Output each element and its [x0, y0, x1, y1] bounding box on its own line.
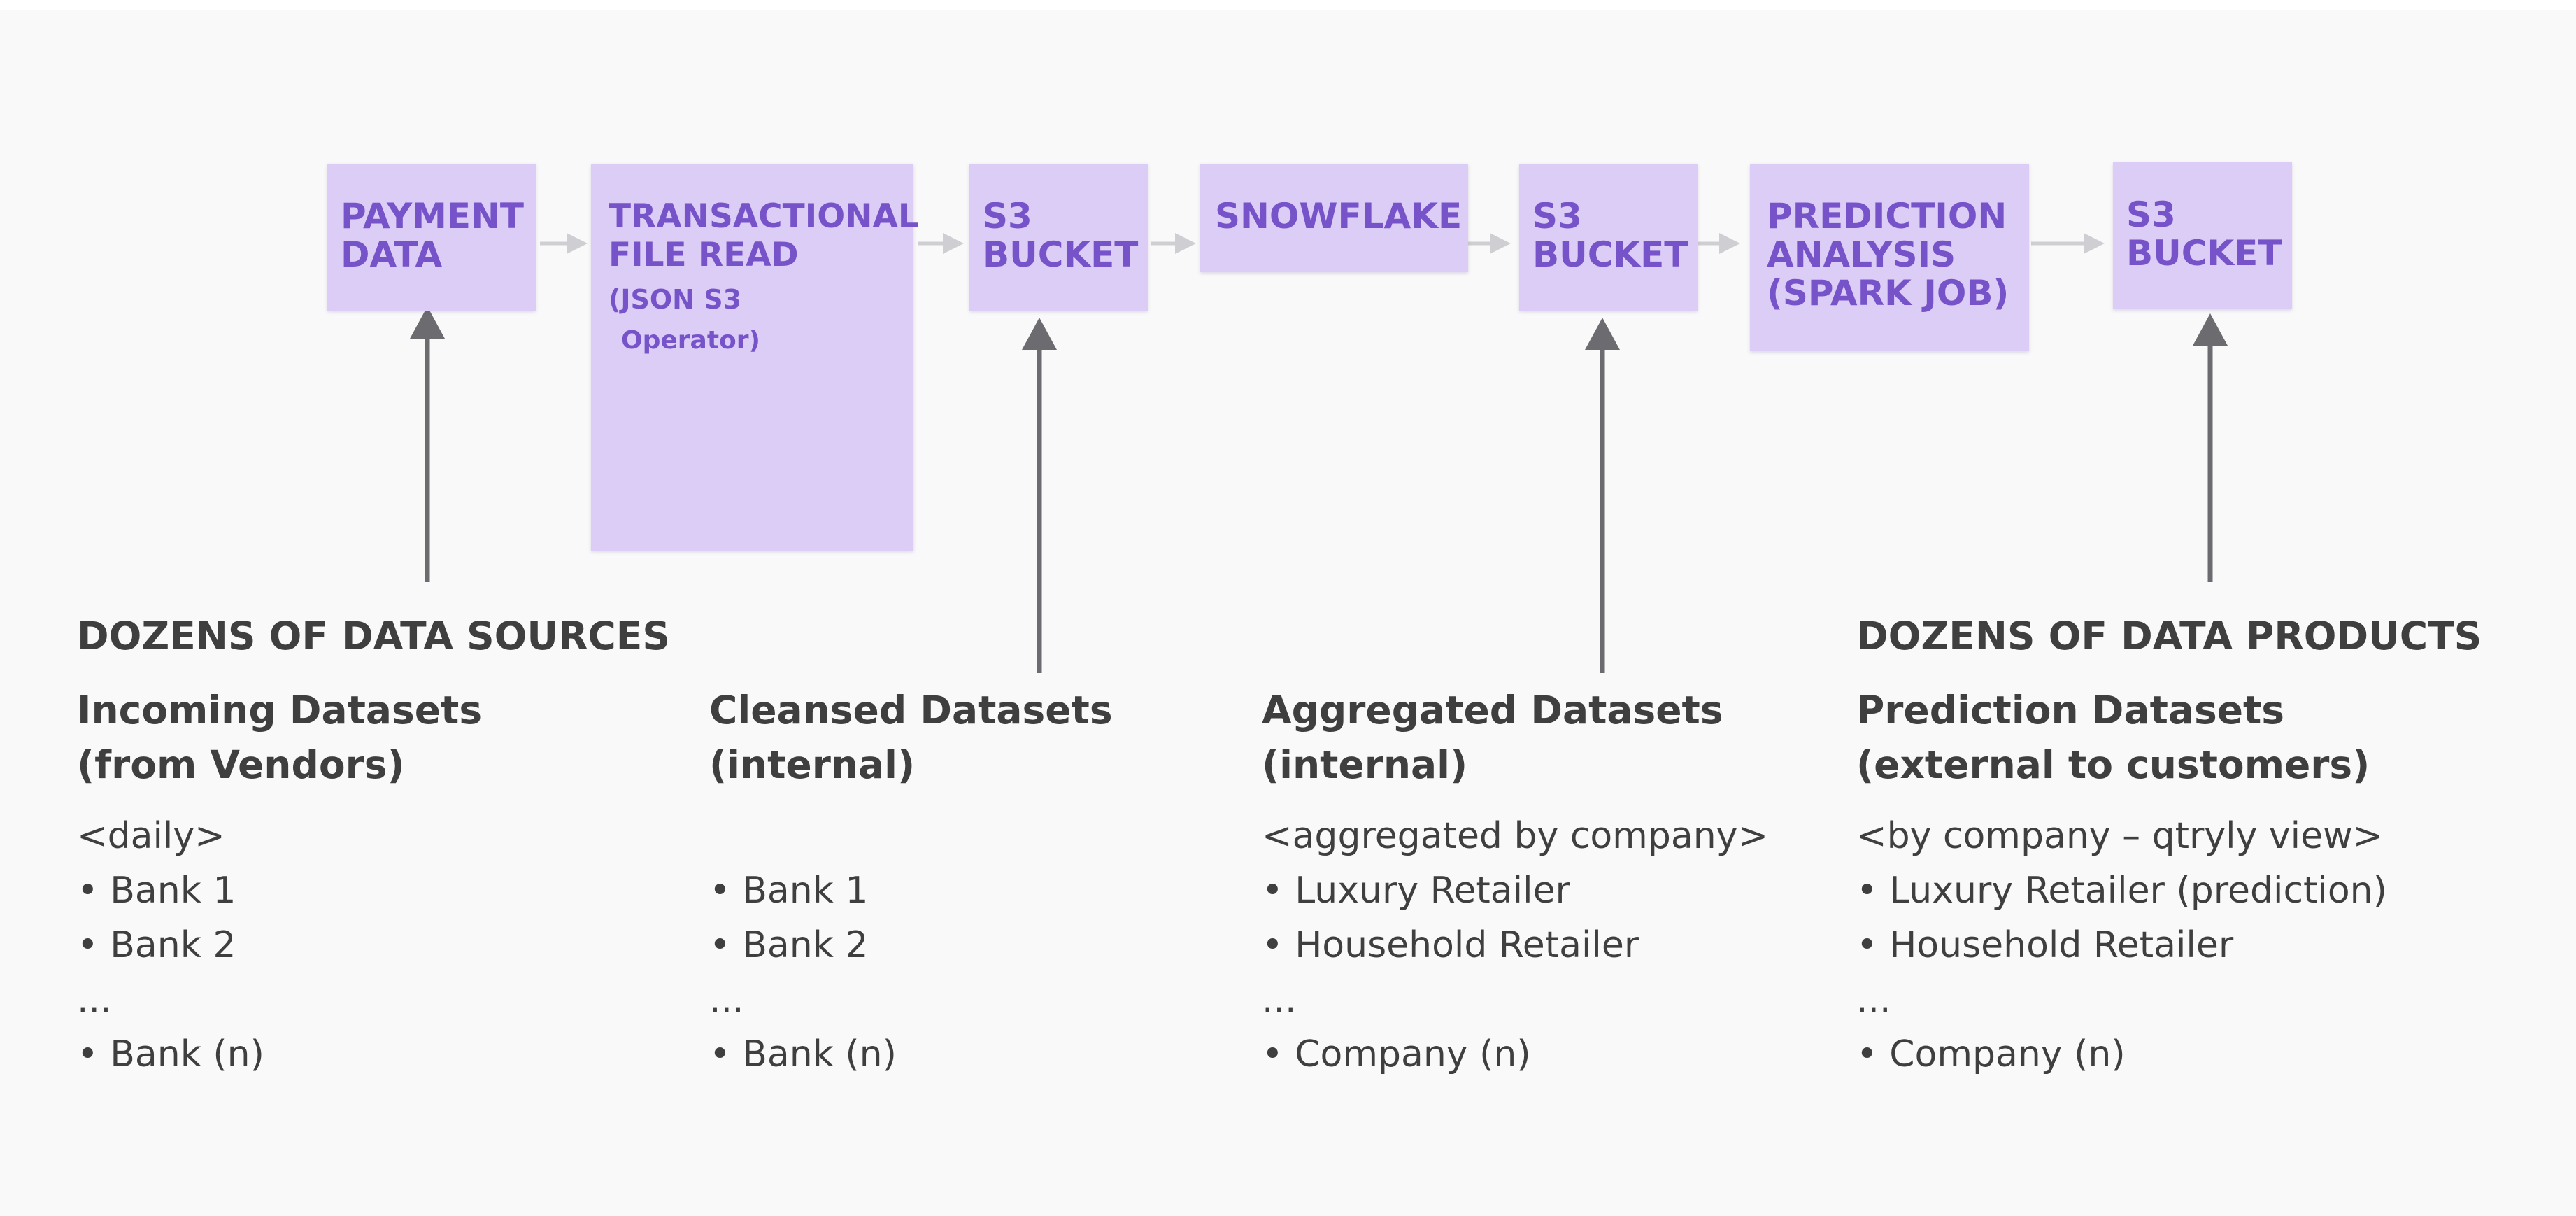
- list-item: ...: [1262, 979, 1297, 1021]
- s3-bucket-node-3[interactable]: S3 BUCKET: [2113, 162, 2292, 309]
- list-item: • Luxury Retailer (prediction): [1856, 870, 2387, 912]
- list-item: ...: [77, 979, 112, 1021]
- node-title: S3 BUCKET: [1532, 196, 1688, 275]
- node-title: PREDICTION ANALYSIS (SPARK JOB): [1767, 196, 2009, 313]
- column-note: <by company – qtryly view>: [1856, 815, 2384, 857]
- incoming-datasets-column: Incoming Datasets (from Vendors) <daily>…: [77, 683, 482, 1082]
- node-title: S3 BUCKET: [983, 196, 1139, 275]
- column-note: <daily>: [77, 815, 225, 857]
- column-title: Aggregated Datasets (internal): [1262, 688, 1723, 787]
- list-item: • Bank (n): [709, 1033, 897, 1075]
- list-item: • Bank 1: [77, 870, 236, 912]
- list-item: • Household Retailer: [1856, 924, 2234, 966]
- list-item: • Bank (n): [77, 1033, 264, 1075]
- list-item: • Bank 1: [709, 870, 869, 912]
- data-sources-heading: DOZENS OF DATA SOURCES: [77, 614, 670, 658]
- list-item: • Bank 2: [77, 924, 236, 966]
- list-item: • Company (n): [1856, 1033, 2126, 1075]
- list-item: ...: [709, 979, 744, 1021]
- prediction-datasets-column: Prediction Datasets (external to custome…: [1856, 683, 2387, 1082]
- list-item: • Luxury Retailer: [1262, 870, 1570, 912]
- node-title: TRANSACTIONAL FILE READ: [609, 197, 919, 274]
- up-arrow-s3-bucket-1: [1022, 318, 1057, 673]
- column-note: <aggregated by company>: [1262, 815, 1769, 857]
- list-item: ...: [1856, 979, 1891, 1021]
- column-title: Cleansed Datasets (internal): [709, 688, 1113, 787]
- node-title: SNOWFLAKE: [1215, 196, 1463, 236]
- up-arrow-s3-bucket-2: [1585, 318, 1620, 673]
- s3-bucket-node-1[interactable]: S3 BUCKET: [969, 164, 1148, 311]
- column-title: Prediction Datasets (external to custome…: [1856, 688, 2370, 787]
- cleansed-datasets-column: Cleansed Datasets (internal) • Bank 1 • …: [709, 683, 1113, 1082]
- column-note: [709, 809, 1113, 863]
- node-title: S3 BUCKET: [2126, 195, 2282, 274]
- column-title: Incoming Datasets (from Vendors): [77, 688, 483, 787]
- up-arrow-payment: [410, 306, 445, 582]
- node-title: PAYMENT DATA: [341, 196, 525, 275]
- node-detail: Operator): [621, 326, 760, 355]
- aggregated-datasets-column: Aggregated Datasets (internal) <aggregat…: [1262, 683, 1768, 1082]
- s3-bucket-node-2[interactable]: S3 BUCKET: [1519, 164, 1698, 311]
- node-subtitle: (JSON S3: [609, 284, 742, 315]
- transactional-file-read-node[interactable]: TRANSACTIONAL FILE READ (JSON S3 Operato…: [591, 164, 919, 551]
- payment-data-node[interactable]: PAYMENT DATA: [327, 164, 536, 311]
- list-item: • Household Retailer: [1262, 924, 1639, 966]
- list-item: • Bank 2: [709, 924, 869, 966]
- snowflake-node[interactable]: SNOWFLAKE: [1200, 164, 1468, 272]
- prediction-analysis-node[interactable]: PREDICTION ANALYSIS (SPARK JOB): [1750, 164, 2029, 351]
- data-products-heading: DOZENS OF DATA PRODUCTS: [1856, 614, 2482, 658]
- up-arrow-s3-bucket-3: [2193, 313, 2228, 582]
- list-item: • Company (n): [1262, 1033, 1531, 1075]
